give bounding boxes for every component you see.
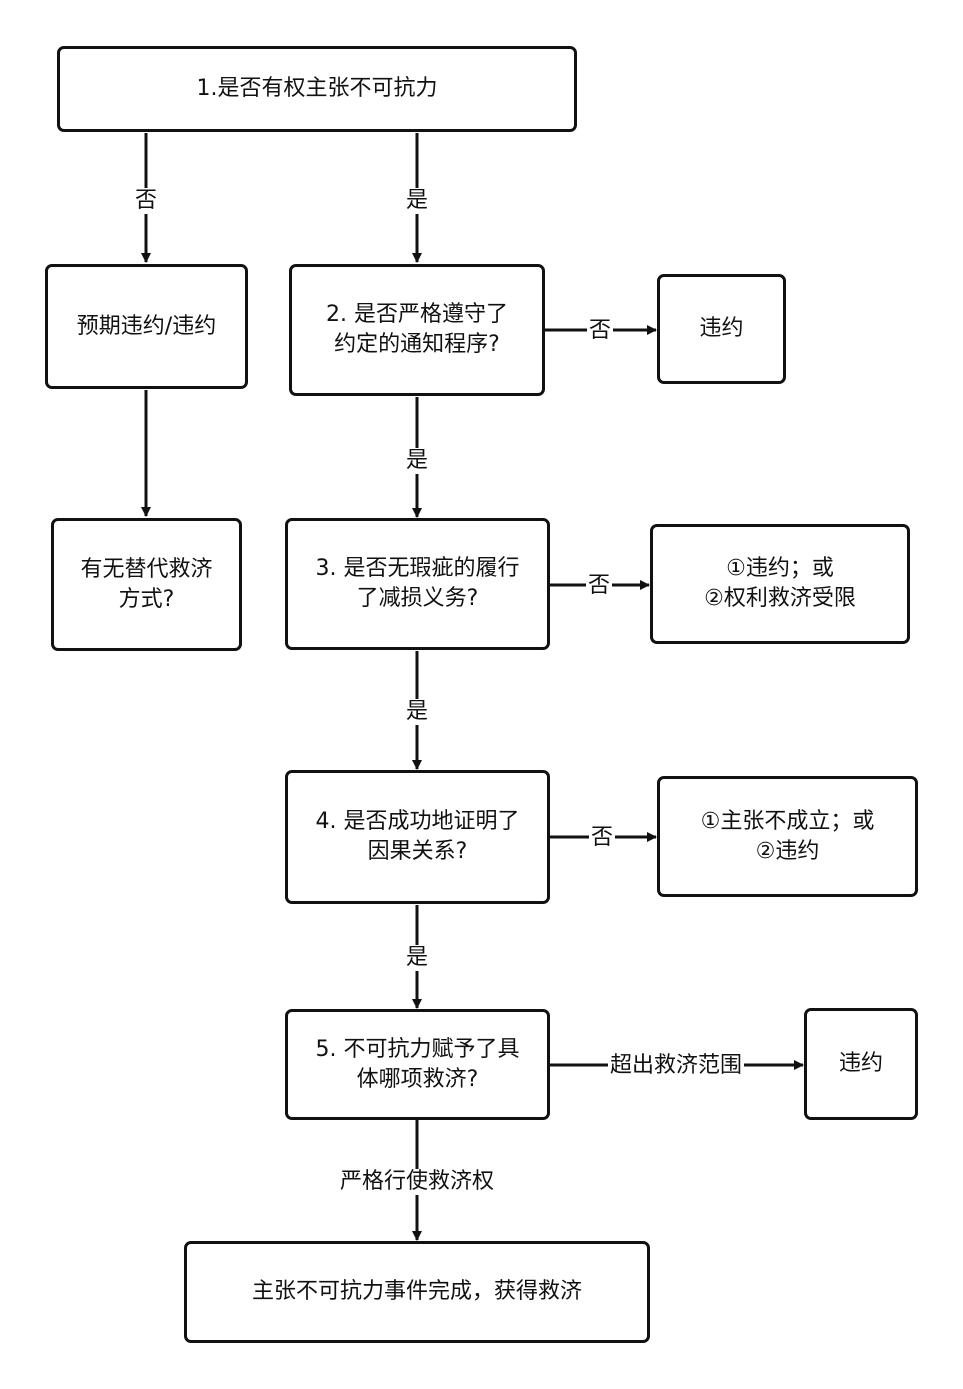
node-breach1: 违约 [657, 274, 786, 384]
node-text: 了减损义务? [356, 586, 479, 611]
edge-label-q5-strict: 严格行使救济权 [337, 1169, 497, 1195]
edge-label-q2-yes: 是 [403, 448, 431, 474]
edge-label-q2-no: 否 [586, 318, 614, 344]
node-q1: 1.是否有权主张不可抗力 [57, 46, 577, 132]
edge-label-q3-yes: 是 [403, 699, 431, 725]
node-alternative: 有无替代救济 方式? [51, 518, 242, 651]
node-text: 体哪项救济? [356, 1066, 479, 1092]
node-q4: 4. 是否成功地证明了 因果关系? [285, 770, 550, 904]
node-text: 1.是否有权主张不可抗力 [196, 76, 438, 101]
node-text: 5. 不可抗力赋予了具 [315, 1036, 520, 1062]
node-final: 主张不可抗力事件完成，获得救济 [184, 1241, 650, 1343]
node-text: 3. 是否无瑕疵的履行 [315, 556, 520, 581]
node-text: 主张不可抗力事件完成，获得救济 [251, 1279, 582, 1304]
edge-label-q5-out: 超出救济范围 [607, 1053, 745, 1079]
node-q2: 2. 是否严格遵守了 约定的通知程序? [289, 264, 545, 396]
edge-label-q3-no: 否 [585, 573, 613, 599]
node-text: ②权利救济受限 [704, 586, 856, 611]
node-text: 2. 是否严格遵守了 [326, 302, 508, 327]
node-text: 预期违约/违约 [76, 313, 217, 339]
node-anticipatory: 预期违约/违约 [45, 264, 248, 389]
node-breach2: 违约 [804, 1008, 918, 1120]
edge-label-q1-yes: 是 [403, 188, 431, 214]
node-outcome4: ①主张不成立；或 ②违约 [657, 776, 918, 897]
node-text: 违约 [699, 316, 744, 341]
edge-label-q1-no: 否 [132, 188, 160, 214]
node-text: 约定的通知程序? [334, 332, 500, 357]
node-text: 因果关系? [367, 839, 468, 864]
node-text: 方式? [118, 586, 175, 612]
node-text: 违约 [838, 1051, 883, 1076]
edge-label-q4-no: 否 [588, 825, 616, 851]
node-text: ②违约 [755, 838, 820, 864]
node-text: ①主张不成立；或 [700, 808, 875, 834]
node-text: 4. 是否成功地证明了 [315, 809, 520, 834]
node-q3: 3. 是否无瑕疵的履行 了减损义务? [285, 518, 550, 650]
node-text: 有无替代救济 [80, 556, 213, 582]
node-outcome3: ①违约；或 ②权利救济受限 [650, 524, 910, 644]
node-q5: 5. 不可抗力赋予了具 体哪项救济? [285, 1009, 550, 1120]
node-text: ①违约；或 [726, 556, 834, 581]
edge-label-q4-yes: 是 [403, 945, 431, 971]
